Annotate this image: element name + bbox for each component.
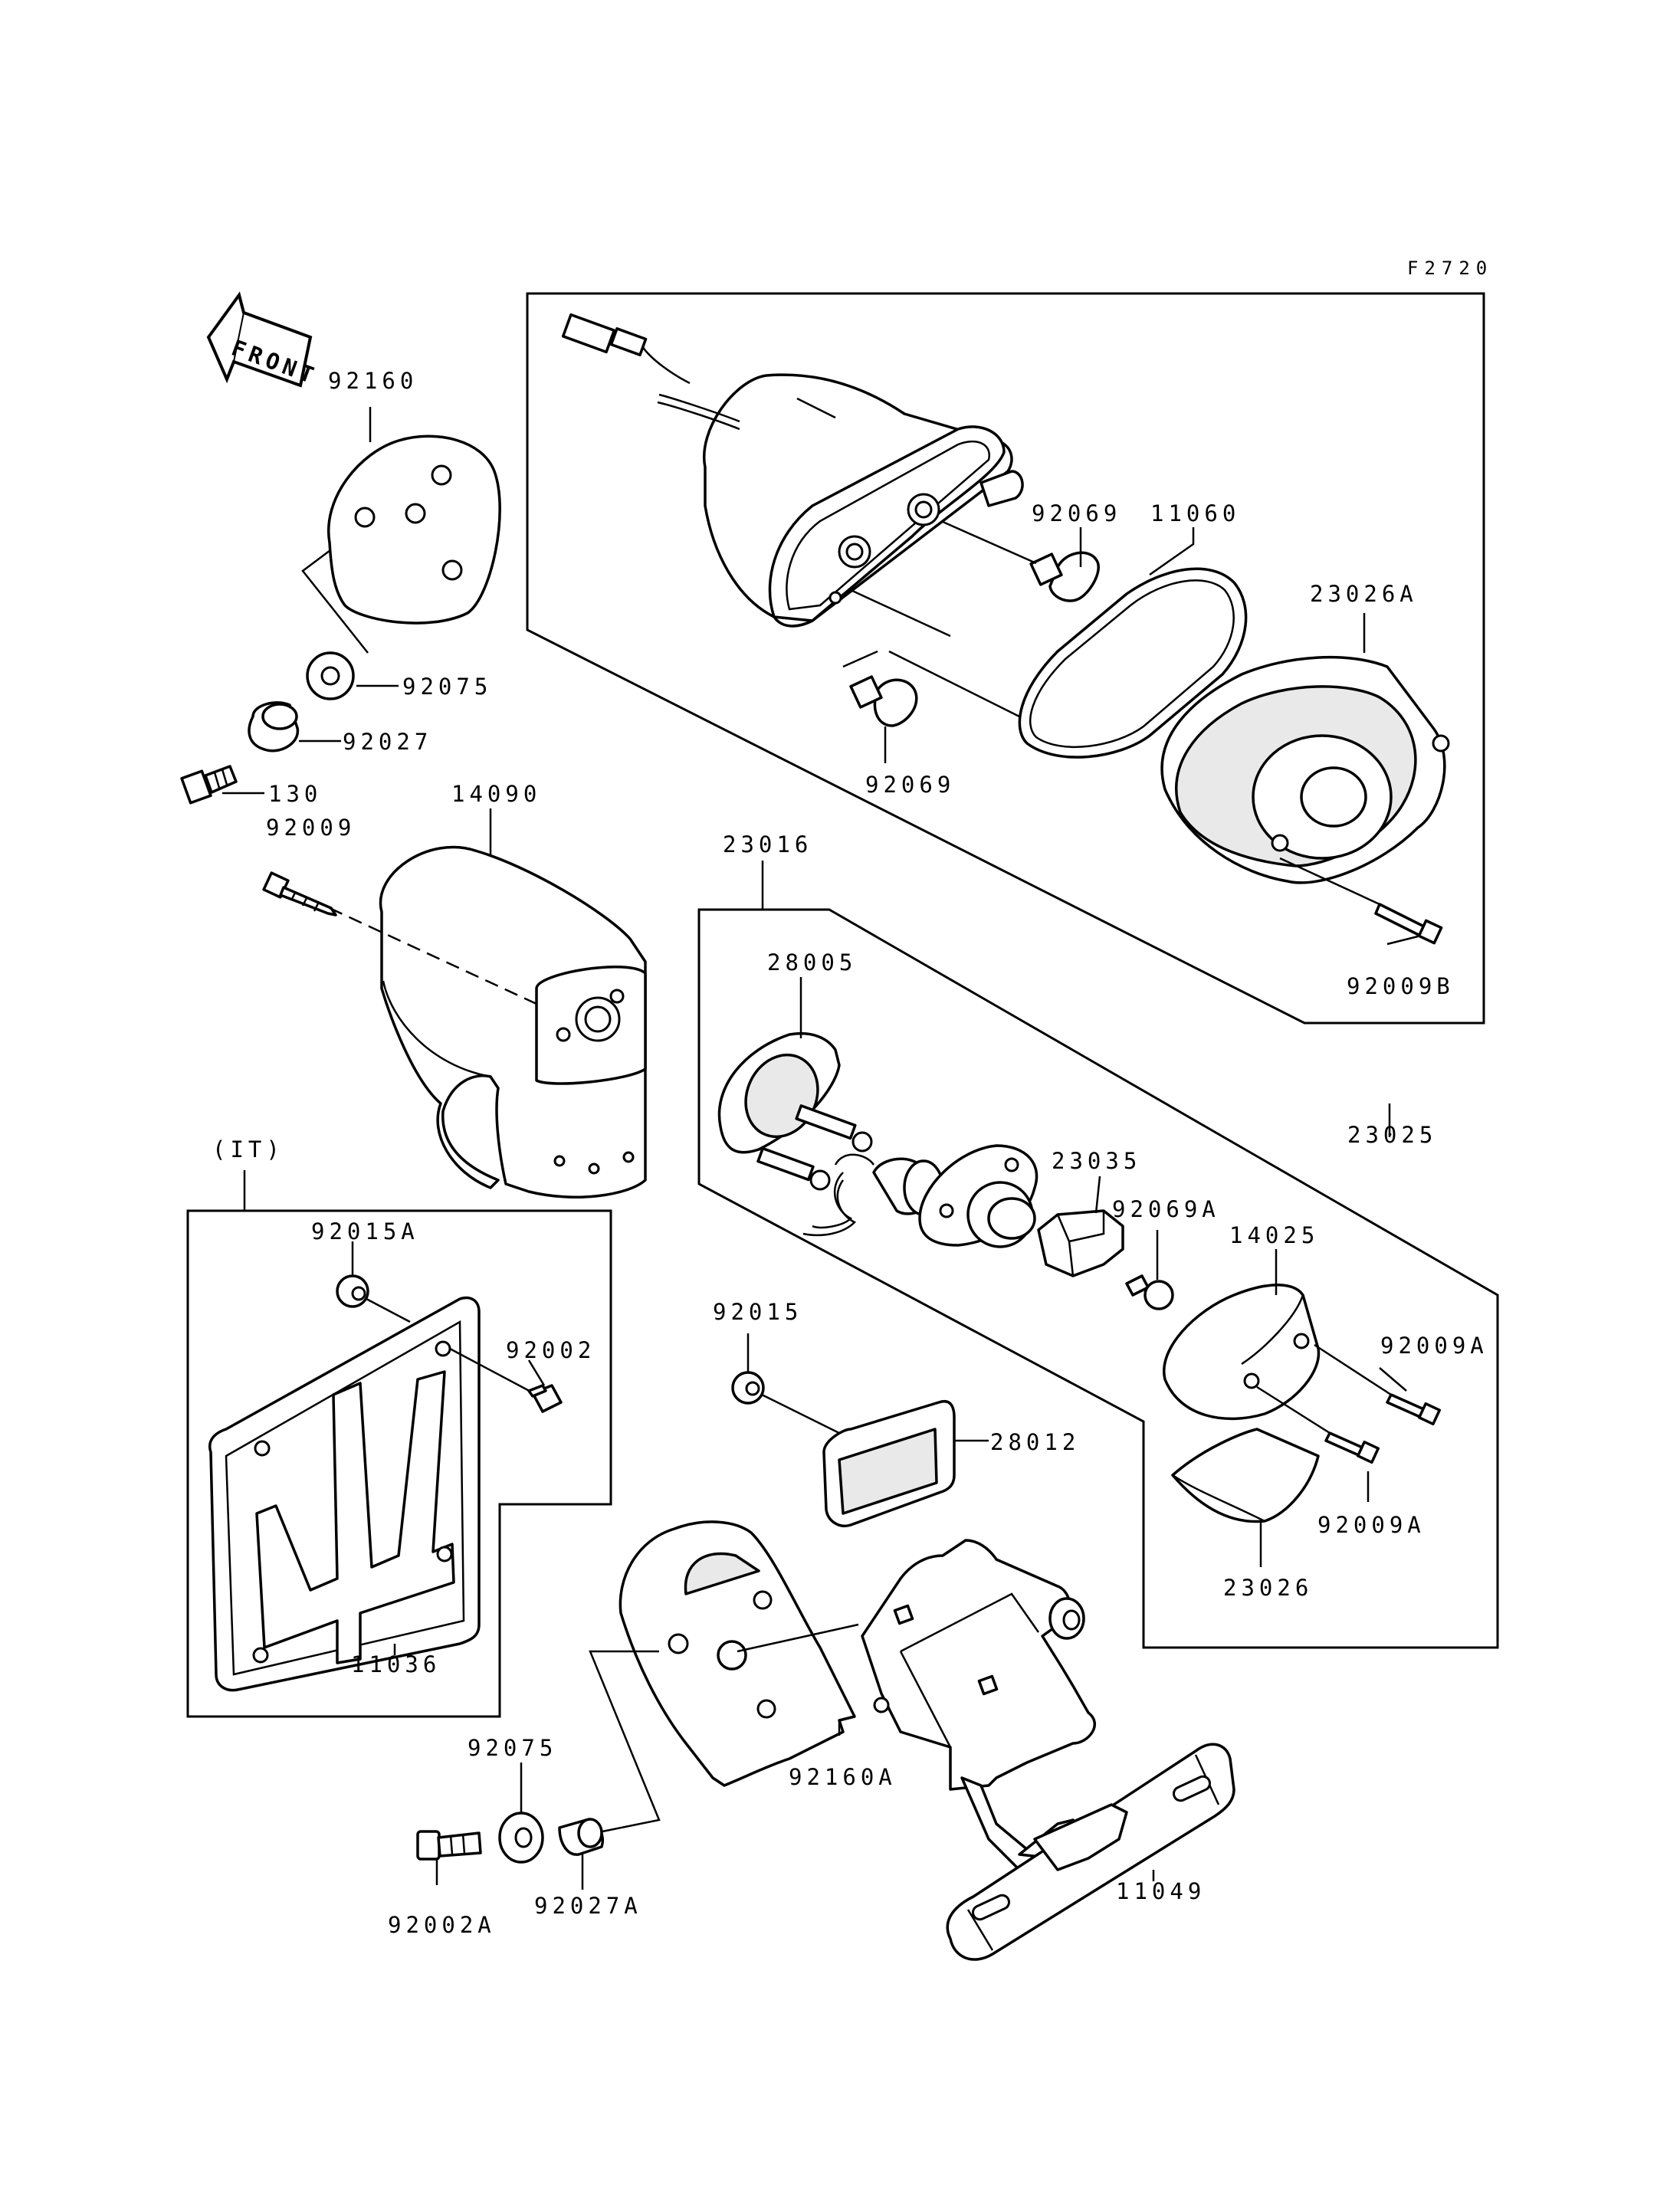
part-11049-bracket xyxy=(861,1539,1235,1961)
part-92075-washer-top xyxy=(306,651,355,700)
label-92002A: 92002A xyxy=(388,1912,496,1938)
label-130: 130 xyxy=(268,781,322,807)
label-11060: 11060 xyxy=(1150,500,1240,526)
label-92069-bottom: 92069 xyxy=(865,772,955,798)
part-23026-lens xyxy=(1171,1428,1320,1523)
label-92009A-right: 92009A xyxy=(1380,1333,1488,1359)
part-tail-lamp-housing xyxy=(561,313,1024,718)
part-11036-plate-bracket xyxy=(208,1296,481,1692)
part-lamp-holder xyxy=(918,1144,1039,1248)
part-92002-bolt xyxy=(449,1347,563,1413)
label-92069-top: 92069 xyxy=(1032,500,1121,526)
label-92075-top: 92075 xyxy=(402,674,492,700)
label-92160A: 92160A xyxy=(789,1764,897,1790)
label-92009B: 92009B xyxy=(1347,973,1455,999)
label-92160: 92160 xyxy=(328,368,418,394)
part-23035-clip xyxy=(1037,1209,1124,1277)
part-92027-collar xyxy=(248,701,299,753)
part-92069A-bulb xyxy=(1125,1274,1174,1310)
label-it-group: (IT) xyxy=(212,1136,284,1162)
label-92015: 92015 xyxy=(713,1299,802,1325)
part-92009A-screw-lower xyxy=(1256,1385,1380,1464)
front-arrow-icon: FRONT xyxy=(206,291,321,390)
label-92002: 92002 xyxy=(506,1337,596,1363)
label-23026A: 23026A xyxy=(1310,581,1418,607)
label-92015A: 92015A xyxy=(311,1218,419,1244)
part-92075-washer-bottom xyxy=(498,1812,544,1864)
part-92002A-bolt xyxy=(416,1830,482,1861)
label-28012: 28012 xyxy=(990,1429,1080,1455)
part-92015A-nut xyxy=(336,1274,411,1323)
license-lamp-assembly-frame xyxy=(697,908,1499,1649)
part-92009A-screw-right xyxy=(1314,1343,1442,1426)
label-28005: 28005 xyxy=(767,949,857,976)
part-28005-socket-base xyxy=(717,1032,873,1191)
label-92009: 92009 xyxy=(266,815,356,841)
part-14025-cover xyxy=(1162,1284,1321,1421)
figure-code: F2720 xyxy=(1407,257,1493,279)
label-92027: 92027 xyxy=(343,729,432,755)
label-14025: 14025 xyxy=(1229,1222,1319,1248)
part-92027A-collar xyxy=(558,1650,661,1856)
label-23016: 23016 xyxy=(723,831,812,857)
label-23025: 23025 xyxy=(1347,1122,1437,1148)
tail-lamp-assembly-frame xyxy=(526,292,1485,1025)
part-92015-nut xyxy=(731,1371,848,1438)
part-92009-screw xyxy=(262,871,337,917)
label-92075-bottom: 92075 xyxy=(468,1735,557,1761)
part-14090-cover xyxy=(329,845,647,1199)
part-92009B-screw xyxy=(1279,857,1443,945)
label-23026: 23026 xyxy=(1223,1575,1313,1601)
part-130-bolt xyxy=(180,765,238,805)
part-92160-plate xyxy=(327,434,501,625)
label-92009A-lower: 92009A xyxy=(1317,1512,1426,1538)
it-group-frame xyxy=(186,1209,612,1718)
part-92069-bulb-bottom xyxy=(842,650,918,727)
label-14090: 14090 xyxy=(451,781,541,807)
part-92069-bulb-top xyxy=(940,520,1100,602)
label-11036: 11036 xyxy=(351,1651,441,1677)
part-23026A-lens xyxy=(1160,655,1450,884)
label-92069A: 92069A xyxy=(1112,1196,1220,1222)
part-11060-gasket xyxy=(1018,567,1248,759)
part-28012-reflector xyxy=(822,1400,956,1527)
part-92160A-plate xyxy=(619,1520,859,1787)
label-92027A: 92027A xyxy=(534,1893,642,1919)
label-11049: 11049 xyxy=(1116,1878,1206,1904)
label-23035: 23035 xyxy=(1052,1148,1141,1174)
